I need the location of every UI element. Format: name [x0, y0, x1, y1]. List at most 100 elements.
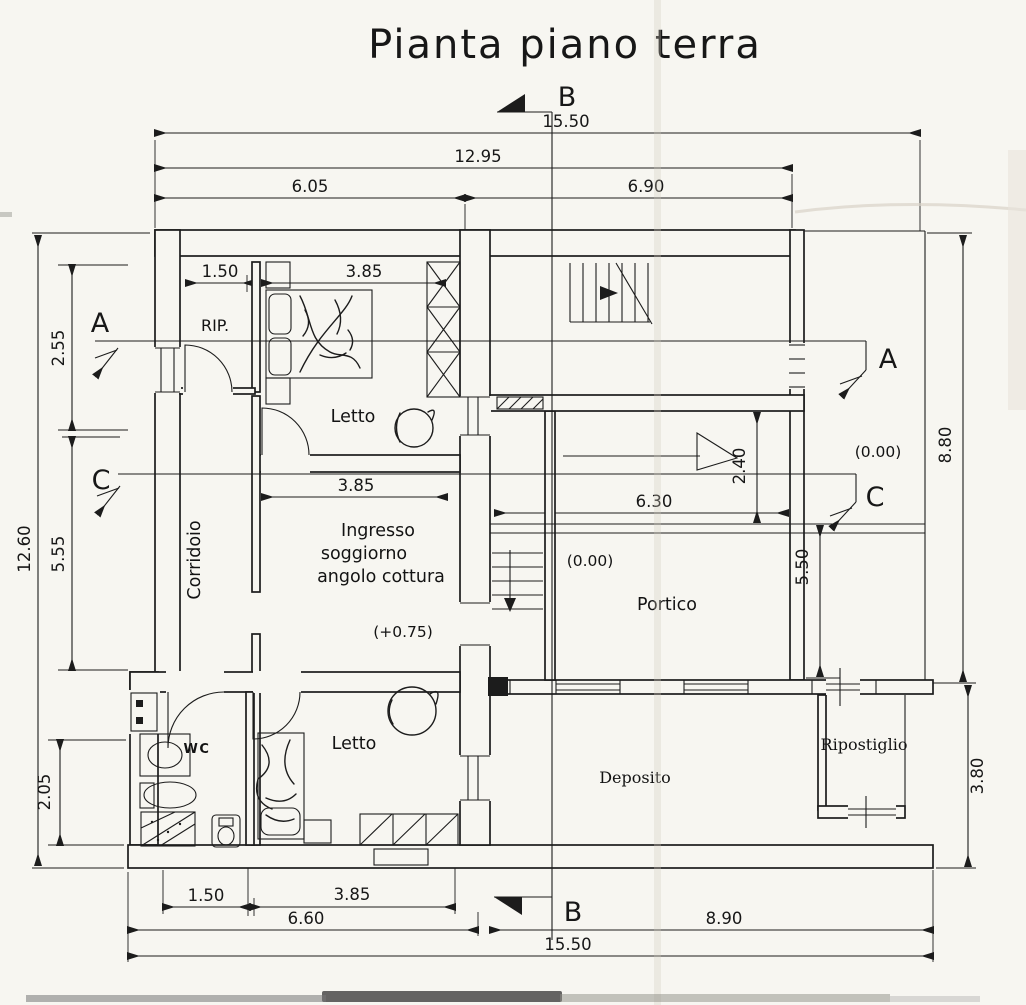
bed-double	[265, 261, 373, 405]
dim-label-portico-depth: 5.50	[793, 549, 812, 586]
section-label-a-right: A	[879, 344, 898, 375]
wall-portico-left	[544, 410, 556, 681]
bidet-base	[139, 782, 155, 809]
terrace-window-hatch	[496, 396, 544, 410]
side-table	[303, 819, 332, 844]
walls	[127, 229, 934, 869]
stairs-internal	[492, 550, 543, 612]
left-wall-window-gap	[154, 347, 181, 393]
dim-label-bottom-total: 15.50	[544, 935, 591, 954]
stairs-external	[569, 262, 653, 325]
ripostiglio-door-gap	[826, 679, 860, 695]
page-edge-shadow	[1008, 150, 1026, 410]
dim-label-inner-soggiorno: 3.85	[338, 476, 375, 495]
room-label-corridoio: Corridoio	[185, 520, 205, 599]
page-title: Pianta piano terra	[368, 22, 762, 68]
stair-down-arrow	[504, 598, 516, 612]
room-label-wc: WC	[184, 742, 211, 757]
room-label-angolo-cottura: angolo cottura	[317, 567, 445, 587]
hatch-window-strip	[359, 813, 459, 866]
section-line-c	[94, 473, 857, 532]
toilet	[211, 814, 241, 848]
wall-right-main	[789, 229, 805, 681]
section-label-b-bottom: B	[564, 897, 583, 928]
dim-label-left-upper: 2.55	[49, 330, 68, 367]
elevation-label-portico: (0.00)	[567, 552, 614, 570]
exterior-step	[373, 848, 429, 866]
dim-label-left-total: 12.60	[15, 525, 34, 572]
wall-rip-right	[251, 261, 261, 393]
wall-wc-right	[245, 691, 255, 846]
dim-label-right-lower: 3.80	[968, 758, 987, 795]
section-label-c-right: C	[866, 482, 885, 513]
dim-label-bottom-right-block: 8.90	[706, 909, 743, 928]
room-label-deposito: Deposito	[599, 768, 671, 787]
room-label-ripostiglio: Ripostiglio	[821, 735, 908, 754]
room-label-portico: Portico	[637, 595, 697, 615]
dim-label-inner-portico: 6.30	[636, 492, 673, 511]
wall-corridor-right-upper	[251, 395, 261, 593]
elevation-label-court: (0.00)	[855, 443, 902, 461]
hatch-column-strip	[426, 261, 461, 398]
pillow	[260, 807, 301, 836]
room-label-rip: RIP.	[201, 316, 229, 335]
door-rip	[184, 344, 233, 393]
pillow	[268, 337, 292, 376]
dim-label-bottom-letto: 3.85	[334, 885, 371, 904]
bidet	[143, 781, 197, 809]
dim-label-bottom-rip: 1.50	[188, 886, 225, 905]
central-window-lower-gap	[459, 755, 491, 801]
door-letto-upper	[261, 407, 310, 456]
door-letto-lower	[252, 691, 301, 740]
central-door-gap	[459, 602, 491, 646]
central-window-upper-gap	[459, 396, 491, 436]
wall-left	[154, 229, 181, 691]
door-wc	[167, 691, 225, 749]
wc-window-gap	[128, 690, 160, 734]
section-label-c-left: C	[92, 465, 111, 496]
dim-label-top-mid: 12.95	[454, 147, 501, 166]
section-label-a-left: A	[91, 308, 110, 339]
armchair-upper	[394, 408, 435, 448]
sink	[139, 733, 191, 777]
dim-label-left-lower: 2.05	[35, 774, 54, 811]
section-label-b-top: B	[558, 82, 577, 113]
wc-fixtures	[139, 733, 241, 848]
b-flag-top	[497, 94, 525, 112]
edge-mark	[0, 212, 12, 217]
bottom-smudge-right	[560, 994, 890, 1002]
room-label-letto-lower: Letto	[332, 734, 377, 754]
court-door-gap	[789, 343, 805, 389]
armchair-lower	[387, 686, 439, 736]
wc-window-frame	[130, 692, 158, 732]
paper-crease	[794, 202, 1026, 214]
nightstand	[265, 261, 291, 289]
dim-label-inner-rip: 1.50	[202, 262, 239, 281]
b-flag-bottom	[494, 897, 522, 915]
ramp-arrow	[563, 432, 739, 471]
portico-wall-ticks	[509, 680, 877, 694]
elevation-label-soggiorno: (+0.75)	[373, 623, 433, 641]
nightstand	[265, 377, 291, 405]
column-filled	[488, 677, 508, 696]
room-label-letto-upper: Letto	[331, 407, 376, 427]
wall-openings	[128, 343, 896, 828]
dim-label-top-total: 15.50	[542, 112, 589, 131]
bottom-smudge-dark	[322, 991, 562, 1002]
pillow	[268, 293, 292, 335]
section-line-a	[92, 340, 867, 400]
fold-crease	[654, 0, 661, 1005]
doors	[166, 344, 310, 749]
stair-direction-arrow	[600, 286, 618, 300]
ripostiglio-window-gap	[848, 805, 896, 819]
dim-label-bottom-left-block: 6.60	[288, 909, 325, 928]
dim-label-inner-letto: 3.85	[346, 262, 383, 281]
dim-label-top-left: 6.05	[292, 177, 329, 196]
bed-single	[255, 732, 332, 844]
shower	[140, 811, 196, 847]
bottom-smudge-far-right	[890, 996, 980, 1002]
dim-label-right-upper: 8.80	[936, 427, 955, 464]
room-label-soggiorno: soggiorno	[321, 544, 407, 564]
